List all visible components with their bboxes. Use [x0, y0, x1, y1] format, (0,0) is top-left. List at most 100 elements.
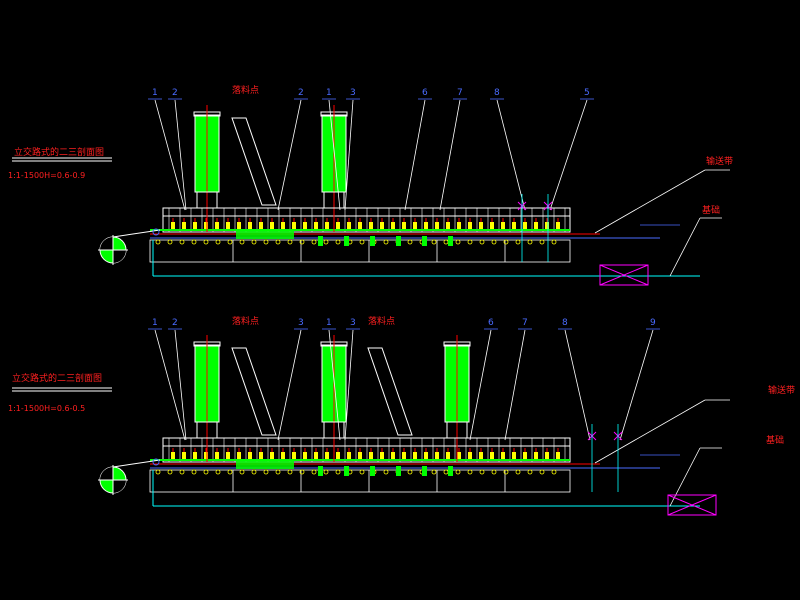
lower-roller — [215, 469, 221, 475]
lower-roller — [155, 239, 161, 245]
lower-roller — [203, 239, 209, 245]
lower-roller — [539, 239, 545, 245]
bucket — [448, 466, 453, 476]
leader-line — [174, 99, 187, 211]
bucket — [422, 236, 427, 246]
leader-line — [504, 329, 526, 441]
roller-yellow — [512, 452, 516, 460]
roller-yellow — [391, 452, 395, 460]
roller-yellow — [490, 452, 494, 460]
roller-yellow — [325, 222, 329, 230]
roller-yellow — [270, 222, 274, 230]
drive-unit-box — [599, 264, 649, 286]
leader-line — [344, 329, 354, 441]
frame-outline — [162, 437, 571, 463]
roller-yellow — [369, 452, 373, 460]
silo-base — [196, 421, 218, 439]
roller-yellow — [358, 222, 362, 230]
lower-roller — [239, 239, 245, 245]
lower-roller — [383, 239, 389, 245]
roller-yellow — [457, 222, 461, 230]
lower-roller — [407, 469, 413, 475]
roller-yellow — [303, 222, 307, 230]
roller-yellow — [501, 222, 505, 230]
bucket — [422, 466, 427, 476]
roller-yellow — [281, 222, 285, 230]
silo-base — [323, 191, 345, 209]
tension-pulley — [152, 458, 160, 466]
lower-roller — [551, 239, 557, 245]
roller-yellow — [545, 452, 549, 460]
roller-yellow — [413, 452, 417, 460]
lower-roller — [251, 469, 257, 475]
roller-yellow — [204, 452, 208, 460]
wheel-belt — [112, 459, 161, 468]
lower-roller — [263, 239, 269, 245]
lower-roller — [407, 239, 413, 245]
leader-number: 1 — [152, 88, 158, 98]
lower-roller — [227, 239, 233, 245]
lower-roller — [299, 469, 305, 475]
lower-roller — [275, 469, 281, 475]
lower-roller — [227, 469, 233, 475]
lower-roller — [467, 239, 473, 245]
roller-yellow — [248, 452, 252, 460]
roller-yellow — [391, 222, 395, 230]
lower-roller — [359, 239, 365, 245]
lower-roller — [455, 469, 461, 475]
lower-roller — [287, 469, 293, 475]
bottom-tag-tank-b: 落料点 — [368, 315, 395, 327]
wheel-belt — [112, 229, 161, 238]
leader-number: 2 — [172, 88, 178, 98]
leader-line — [404, 99, 426, 211]
lower-roller — [503, 469, 509, 475]
top-tag-base-right: 基础 — [702, 204, 720, 216]
roller-yellow — [347, 222, 351, 230]
roller-yellow — [281, 452, 285, 460]
tail-leader — [594, 399, 706, 464]
drive-wheel-sector — [100, 467, 126, 493]
leader-line — [174, 329, 187, 441]
leader-number: 1 — [326, 88, 332, 98]
lower-roller — [443, 239, 449, 245]
leader-number: 2 — [172, 318, 178, 328]
roller-yellow — [402, 452, 406, 460]
bucket — [344, 236, 349, 246]
lower-roller — [515, 469, 521, 475]
lower-roller — [251, 239, 257, 245]
leader-number: 3 — [298, 318, 304, 328]
bucket — [370, 466, 375, 476]
roller-yellow — [545, 222, 549, 230]
roller-yellow — [523, 452, 527, 460]
lower-roller — [299, 239, 305, 245]
lower-roller — [383, 469, 389, 475]
roller-yellow — [226, 452, 230, 460]
roller-yellow — [512, 222, 516, 230]
roller-yellow — [413, 222, 417, 230]
roller-yellow — [314, 452, 318, 460]
lower-roller — [275, 239, 281, 245]
lower-roller — [479, 239, 485, 245]
roller-yellow — [556, 452, 560, 460]
bucket — [396, 236, 401, 246]
lower-roller — [335, 239, 341, 245]
bucket — [396, 466, 401, 476]
bucket — [448, 236, 453, 246]
lower-roller — [311, 469, 317, 475]
silo-base — [196, 191, 218, 209]
lower-roller — [431, 239, 437, 245]
tail-leader — [594, 169, 706, 234]
hatched-block — [236, 460, 294, 469]
section-bottom-subtitle: 1:1-1500H=0.6-0.5 — [8, 404, 85, 413]
leader-line — [564, 329, 591, 441]
leader-line — [328, 99, 341, 211]
top-tag-tail-right: 输送带 — [706, 155, 733, 167]
base-leader — [669, 217, 701, 277]
frame-outline — [162, 207, 571, 233]
lower-roller — [503, 239, 509, 245]
roller-yellow — [380, 452, 384, 460]
leader-number: 3 — [350, 318, 356, 328]
bucket — [318, 466, 323, 476]
